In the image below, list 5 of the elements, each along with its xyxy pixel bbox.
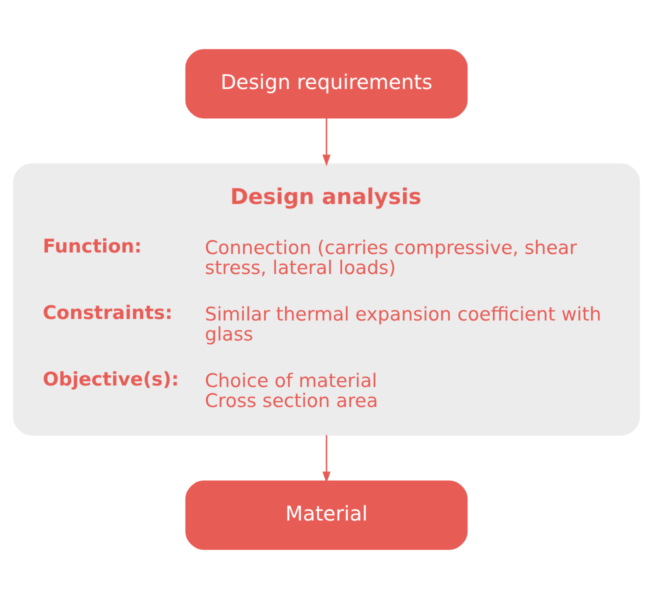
node-box: Material — [185, 480, 468, 550]
node-box: Design analysis Function: Connection (carries compressive, shear stress, lateral loads) Constraints: Similar thermal expansion coefficient with glass Objective(s): Choice of material Cross section area — [13, 163, 640, 436]
arrow — [322, 435, 331, 484]
node-box: Design requirements — [185, 49, 468, 119]
arrow — [322, 118, 331, 166]
